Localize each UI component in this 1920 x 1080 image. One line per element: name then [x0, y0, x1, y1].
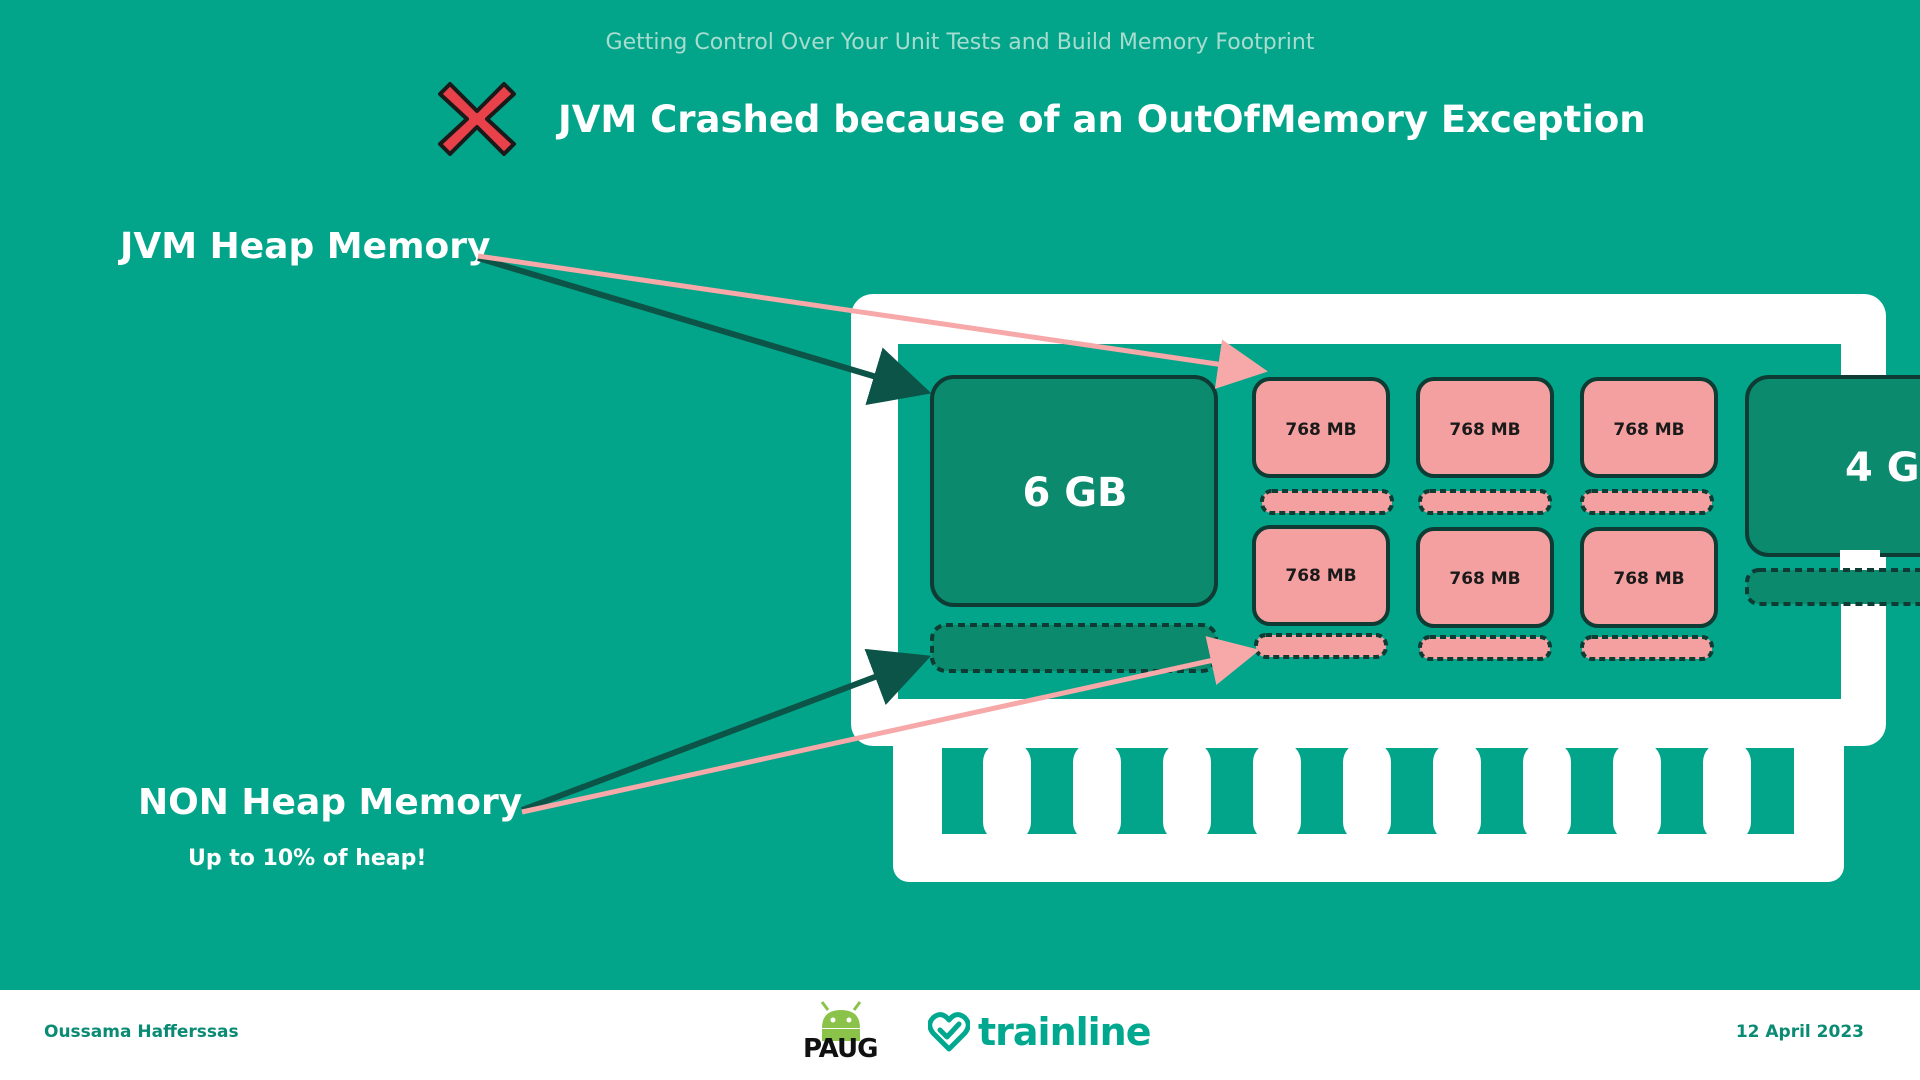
heap-arrows	[477, 253, 1268, 406]
ram-pins	[983, 742, 1751, 842]
ram-pin	[1613, 742, 1661, 842]
red-x-icon	[438, 82, 516, 156]
ram-pin	[1433, 742, 1481, 842]
ram-pin	[1073, 742, 1121, 842]
ram-pin	[1163, 742, 1211, 842]
non-heap-arrows	[520, 636, 1260, 815]
non-heap-note: Up to 10% of heap!	[188, 846, 427, 871]
slide-subtitle: Getting Control Over Your Unit Tests and…	[605, 30, 1315, 55]
paug-logo-text: PAUG	[803, 1034, 878, 1064]
heap-block-768mb	[1416, 527, 1554, 628]
heart-check-icon	[928, 1012, 970, 1052]
heap-block-768mb	[1416, 377, 1554, 478]
heap-block-768mb-label: 768 MB	[1449, 569, 1520, 589]
arrow-nonheap-to-6gb-slot	[520, 648, 932, 813]
heap-block-768mb-label: 768 MB	[1449, 420, 1520, 440]
heap-blocks-768mb: 768 MB 768 MB 768 MB 768 MB 768 MB 768 M…	[1252, 377, 1718, 628]
footer-author: Oussama Hafferssas	[44, 1022, 239, 1042]
non-heap-slot	[1580, 635, 1714, 661]
title-row: JVM Crashed because of an OutOfMemory Ex…	[436, 78, 1646, 160]
heap-block-768mb-label: 768 MB	[1285, 420, 1356, 440]
heap-block-768mb	[1580, 527, 1718, 628]
heap-block-6gb: 6 GB	[930, 375, 1218, 673]
non-heap-slot	[1418, 635, 1552, 661]
ram-pin	[983, 742, 1031, 842]
heap-block-768mb-label: 768 MB	[1285, 566, 1356, 586]
non-heap-slot	[1580, 489, 1714, 515]
trainline-logo-text: trainline	[978, 1010, 1152, 1054]
paug-logo	[820, 1001, 862, 1041]
ram-pin	[1703, 742, 1751, 842]
footer: Oussama Hafferssas PAUG trainline 12 Apr…	[0, 990, 1920, 1080]
ram-pin	[1523, 742, 1571, 842]
heap-memory-label: JVM Heap Memory	[120, 226, 491, 267]
heap-block-4gb-label: 4 GB	[1845, 445, 1920, 491]
heap-block-768mb	[1252, 525, 1390, 626]
non-heap-memory-label: NON Heap Memory	[138, 782, 523, 823]
non-heap-slot	[1254, 633, 1388, 659]
arrow-heap-to-768mb	[477, 253, 1268, 389]
ram-pin	[1343, 742, 1391, 842]
heap-block-4gb: 4 GB	[1745, 375, 1920, 606]
non-heap-slot-6gb	[930, 623, 1218, 673]
heap-block-768mb	[1580, 377, 1718, 478]
slide-title: JVM Crashed because of an OutOfMemory Ex…	[558, 97, 1646, 141]
heap-block-768mb	[1252, 377, 1390, 478]
arrow-heap-to-6gb	[477, 255, 932, 406]
non-heap-slot	[1260, 489, 1394, 515]
heap-block-768mb-label: 768 MB	[1613, 569, 1684, 589]
footer-date: 12 April 2023	[1735, 1022, 1864, 1042]
trainline-logo: trainline	[928, 1002, 1152, 1062]
non-heap-slots	[1254, 489, 1714, 661]
memory-diagram: 6 GB 768 MB 768 MB 768 MB 768 MB 768 MB …	[477, 253, 1920, 882]
heap-block-768mb-label: 768 MB	[1613, 420, 1684, 440]
heap-block-6gb-label: 6 GB	[1022, 470, 1127, 516]
non-heap-slot	[1418, 489, 1552, 515]
ram-pin	[1253, 742, 1301, 842]
arrow-nonheap-to-768mb-slot	[521, 636, 1260, 815]
non-heap-slot-4gb	[1745, 568, 1920, 606]
slide: Getting Control Over Your Unit Tests and…	[120, 30, 1920, 882]
